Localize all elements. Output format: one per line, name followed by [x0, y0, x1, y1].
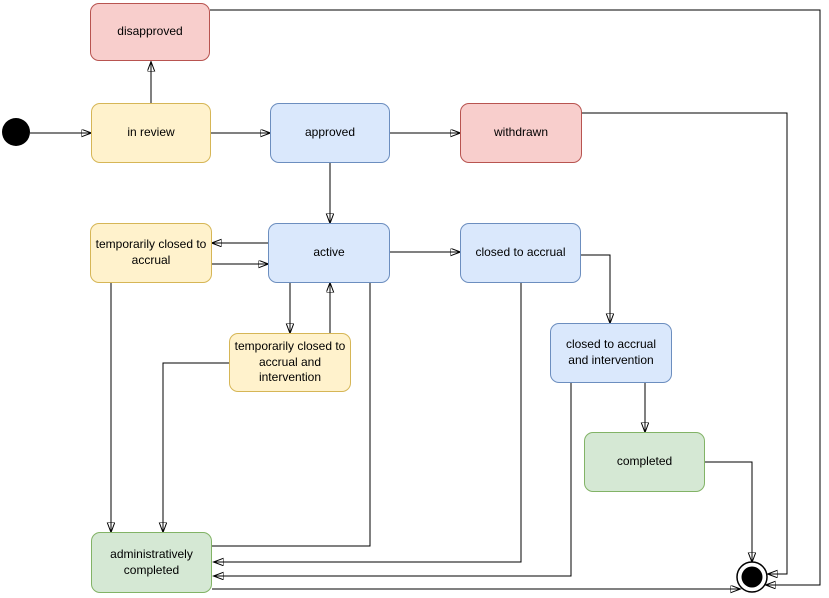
- state-temporarily-closed-to-accrual[interactable]: temporarily closed to accrual: [90, 223, 212, 283]
- edge-disapproved-to-final: [210, 9, 821, 585]
- final-state[interactable]: [736, 561, 768, 593]
- initial-state-dot[interactable]: [2, 118, 30, 146]
- state-closed-to-accrual[interactable]: closed to accrual: [460, 223, 581, 283]
- state-temporarily-closed-to-accrual-label: temporarily closed to accrual: [95, 237, 207, 267]
- state-closed-to-accrual-label: closed to accrual: [475, 245, 566, 260]
- edge-closed-to-accrual-to-closed-to-accrual-and-intervention: [581, 254, 610, 323]
- state-temporarily-closed-to-accrual-and-intervention-label: temporarily closed to accrual and interv…: [234, 339, 346, 385]
- edge-completed-to-final: [705, 461, 752, 562]
- state-withdrawn-label: withdrawn: [493, 125, 549, 140]
- edge-closed-to-accrual-to-administratively-completed: [214, 283, 522, 562]
- state-temporarily-closed-to-accrual-and-intervention[interactable]: temporarily closed to accrual and interv…: [229, 333, 351, 392]
- state-in-review[interactable]: in review: [91, 103, 211, 163]
- edges: [30, 9, 821, 589]
- state-active-label: active: [313, 245, 345, 260]
- edge-temporarily-closed-to-accrual-and-intervention-to-administratively-completed: [163, 362, 229, 532]
- edge-withdrawn-to-final: [582, 112, 788, 574]
- state-disapproved[interactable]: disapproved: [90, 3, 210, 61]
- edge-active-to-administratively-completed: [212, 283, 371, 547]
- state-completed-label: completed: [616, 454, 673, 469]
- state-closed-to-accrual-and-intervention[interactable]: closed to accrual and intervention: [550, 323, 672, 383]
- state-in-review-label: in review: [127, 125, 175, 140]
- state-administratively-completed[interactable]: administratively completed: [91, 532, 212, 593]
- state-disapproved-label: disapproved: [117, 24, 183, 39]
- state-active[interactable]: active: [268, 223, 390, 283]
- state-closed-to-accrual-and-intervention-label: closed to accrual and intervention: [565, 337, 657, 367]
- state-approved[interactable]: approved: [270, 103, 390, 163]
- state-approved-label: approved: [304, 125, 356, 140]
- state-administratively-completed-label: administratively completed: [110, 546, 193, 577]
- state-completed[interactable]: completed: [584, 432, 705, 492]
- state-withdrawn[interactable]: withdrawn: [460, 103, 582, 163]
- edge-closed-to-accrual-and-intervention-to-administratively-completed: [214, 383, 572, 576]
